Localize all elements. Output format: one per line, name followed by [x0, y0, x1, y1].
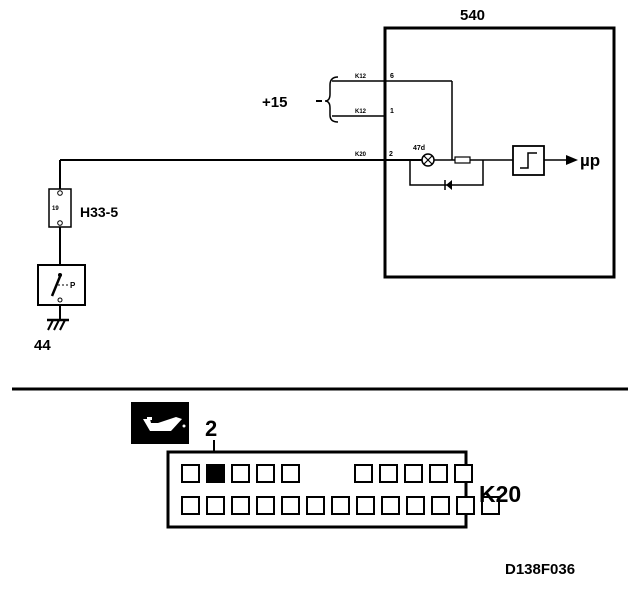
oil-can-icon	[131, 402, 189, 444]
figure-code: D138F036	[505, 561, 575, 578]
connector-pin	[231, 464, 250, 483]
diode-icon	[444, 180, 452, 190]
output-arrow-icon	[566, 155, 578, 165]
output-label: µp	[580, 151, 600, 170]
connector-pin	[406, 496, 425, 515]
warning-lamp-icon	[421, 153, 435, 167]
supply-label: +15	[262, 94, 287, 111]
connector-pin	[306, 496, 325, 515]
control-unit-label: 540	[460, 7, 485, 24]
connector-label: H33-5	[80, 204, 118, 220]
connector-pin	[354, 464, 373, 483]
connector-pin	[281, 464, 300, 483]
supply-wire-2-code: K12	[355, 109, 367, 115]
ground-icon	[47, 318, 69, 331]
connector-pin	[429, 464, 448, 483]
switch-lever	[50, 273, 63, 297]
connector-pin	[481, 496, 500, 515]
pin-callout: 2	[205, 416, 217, 441]
switch-label: P	[70, 281, 76, 290]
connector-k20-body	[166, 450, 468, 529]
connector-pin	[379, 464, 398, 483]
connector-pin-top	[57, 190, 63, 196]
ground-label: 44	[34, 337, 51, 354]
connector-pin	[181, 496, 200, 515]
connector-pin	[256, 496, 275, 515]
lamp-label: 47d	[413, 145, 425, 152]
connector-pin-grid	[181, 464, 500, 515]
connector-pin	[256, 464, 275, 483]
switch-contact-bottom	[57, 297, 63, 303]
connector-pin	[431, 496, 450, 515]
sensor-wire-code: K20	[355, 152, 367, 158]
connector-pin	[281, 496, 300, 515]
pin-1-label: 1	[390, 108, 394, 115]
connector-pin	[404, 464, 423, 483]
threshold-icon	[520, 152, 537, 169]
connector-pin	[331, 496, 350, 515]
connector-pin	[231, 496, 250, 515]
connector-pin-number: 19	[52, 206, 59, 212]
connector-pin-bottom	[57, 220, 63, 226]
supply-wire-1-code: K12	[355, 74, 367, 80]
connector-pin	[206, 496, 225, 515]
pin-6-label: 6	[390, 73, 394, 80]
diode-loop	[409, 160, 484, 186]
control-unit-box	[383, 26, 616, 279]
connector-k20-label: K20	[479, 481, 521, 507]
connector-pin-highlighted	[206, 464, 225, 483]
supply-brace	[324, 76, 339, 123]
connector-pin	[381, 496, 400, 515]
connector-pin	[454, 464, 473, 483]
connector-pin	[356, 496, 375, 515]
pin-2-label: 2	[389, 151, 393, 158]
connector-pin	[181, 464, 200, 483]
resistor-icon	[454, 156, 471, 164]
connector-pin	[456, 496, 475, 515]
